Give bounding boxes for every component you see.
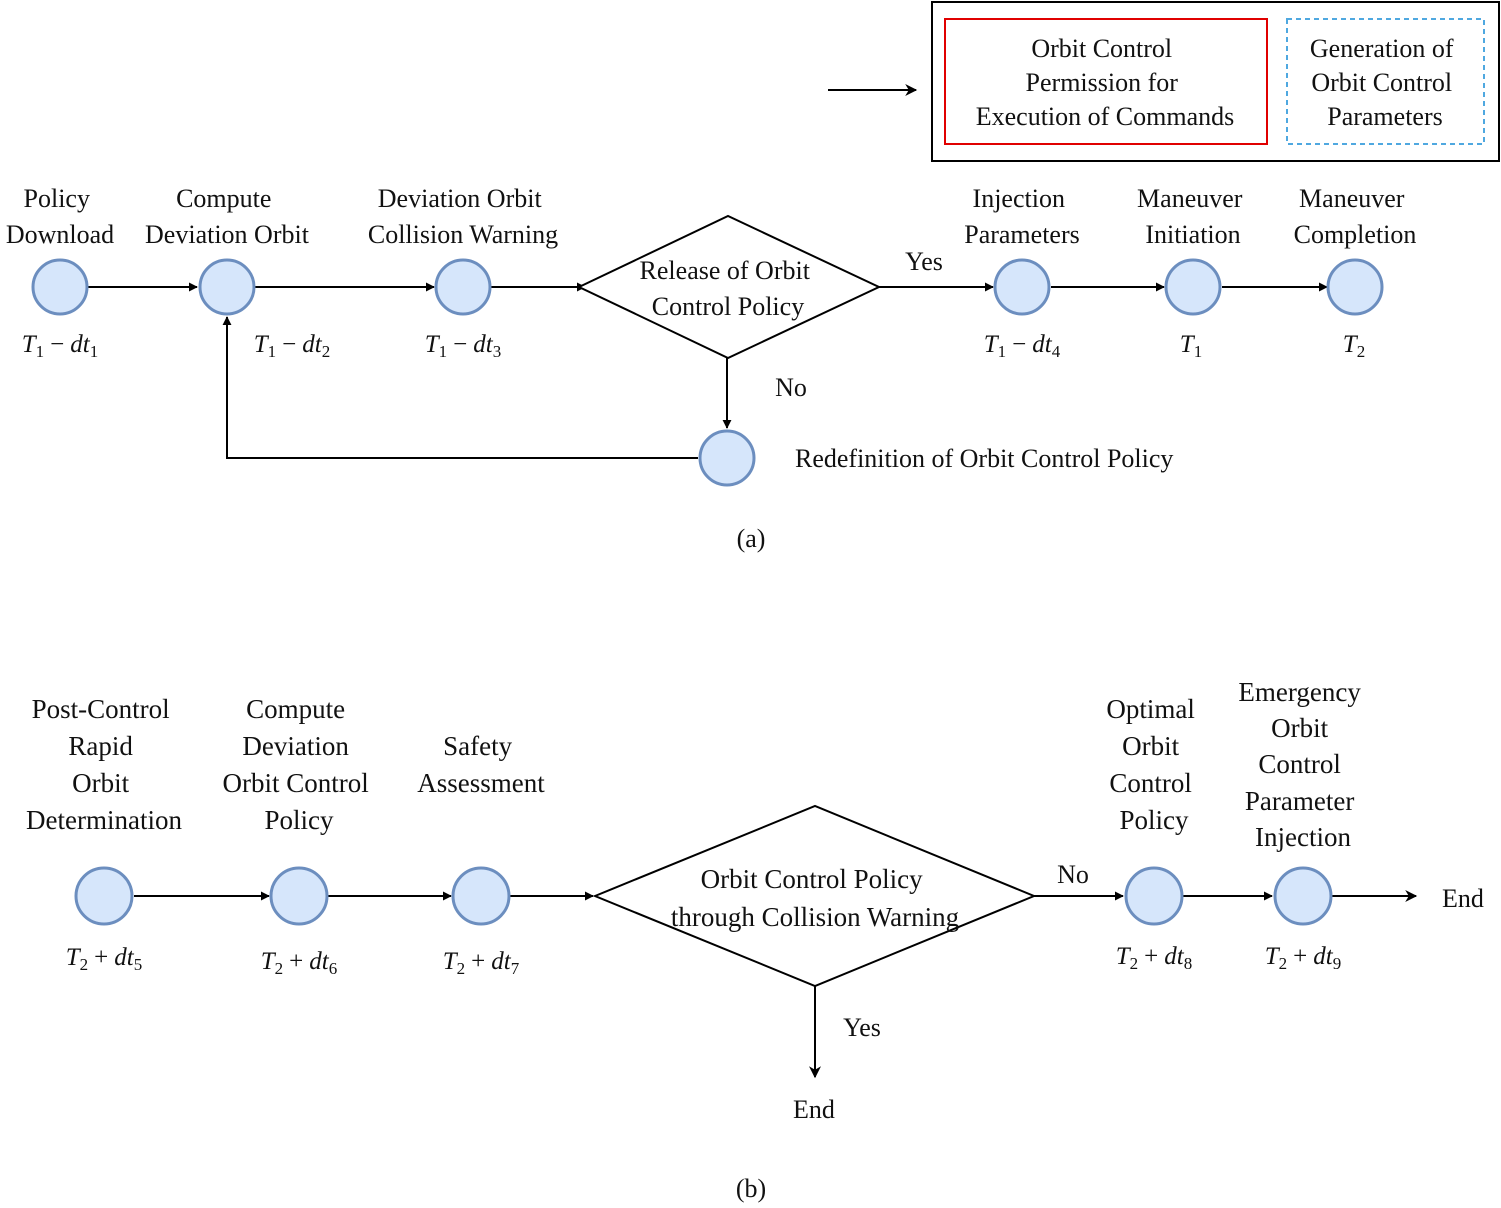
svg-text:Orbit Control Permission: Orbit Control Permission for Execution o… [976,34,1235,131]
svg-text:Deviation Orbit Collisio: Deviation Orbit Collision Warning [368,184,558,249]
node-label: Determination [26,805,182,835]
node-label: Injection [973,184,1065,213]
time-label: T2+dt8 [1116,943,1192,973]
svg-text:Compute Deviation: Compute Deviation Orbit Control Policy [223,694,376,835]
node-label: Orbit Control [223,768,369,798]
end-label: End [793,1095,835,1124]
node-policy-download [31,258,89,316]
yes-label: Yes [843,1013,881,1042]
svg-text:Optimal Orbit Cont: Optimal Orbit Control Policy [1106,694,1201,835]
panel-a: Release of Orbit Control Policy Yes No P… [6,184,1417,553]
node-label: Assessment [417,768,545,798]
time-label: T2+dt7 [443,948,520,978]
legend-red-line: Orbit Control [1031,34,1172,63]
svg-text:Generation of Orbit Cont: Generation of Orbit Control Parameters [1310,34,1460,131]
node-label: Deviation [242,731,349,761]
decision-line: Orbit Control Policy [701,864,923,894]
svg-text:Maneuver Completion: Maneuver Completion [1294,184,1417,249]
time-label: T1 [1180,331,1202,361]
no-label: No [1057,860,1089,889]
caption-a: (a) [737,524,766,553]
node-redefinition [698,429,756,487]
yes-label: Yes [905,247,943,276]
legend-blue-line: Parameters [1327,102,1443,131]
node-label: Orbit [72,768,129,798]
node-label: Completion [1294,220,1417,249]
svg-text:Policy Download: Policy Download [6,184,114,249]
svg-text:Safety Assessment: Safety Assessment [417,731,545,798]
legend-blue-box [1286,18,1485,145]
node-maneuver-completion [1326,258,1384,316]
legend-red-box [944,18,1268,145]
node-injection-parameters [993,258,1051,316]
time-label: T2+dt9 [1265,943,1341,973]
time-label: T2+dt6 [261,948,337,978]
node-label: Policy [1119,805,1189,835]
svg-text:Post-Control Rapid: Post-Control Rapid Orbit Determination [26,694,182,835]
node-label: Post-Control [32,694,170,724]
decision-release-policy [576,214,882,360]
node-safety-assessment [451,866,511,926]
node-rapid-orbit-determination [74,866,134,926]
legend-blue-line: Orbit Control [1311,68,1452,97]
redefinition-label: Redefinition of Orbit Control Policy [795,444,1173,473]
legend-blue-line: Generation of [1310,34,1454,63]
panel-b: Orbit Control Policy through Collision W… [26,677,1484,1203]
node-label: Orbit [1122,731,1179,761]
node-label: Rapid [68,731,133,761]
node-maneuver-initiation [1164,258,1222,316]
svg-text:Emergency Orbit Co: Emergency Orbit Control Parameter Inject… [1238,677,1367,852]
node-label: Parameter [1245,786,1354,816]
svg-text:Maneuver Initiation: Maneuver Initiation [1137,184,1249,249]
node-label: Control [1109,768,1192,798]
no-label: No [775,373,807,402]
node-label: Deviation Orbit [378,184,543,213]
node-label: Compute [246,694,345,724]
time-label: T1−dt4 [984,331,1061,361]
node-collision-warning [434,258,492,316]
node-emergency-injection [1273,866,1333,926]
node-label: Compute [176,184,271,213]
node-label: Policy [264,805,334,835]
node-label: Optimal [1106,694,1195,724]
node-compute-policy [269,866,329,926]
node-label: Orbit [1271,713,1328,743]
time-label: T1−dt2 [254,331,330,361]
end-label: End [1442,884,1484,913]
svg-text:Compute Deviation Orbit: Compute Deviation Orbit [145,184,310,249]
legend-red-line: Execution of Commands [976,102,1235,131]
node-label: Maneuver [1299,184,1405,213]
edge-loop-back [222,316,698,459]
decision-line: Release of Orbit [640,256,811,285]
node-label: Control [1258,749,1341,779]
legend-red-line: Permission for [1026,68,1179,97]
time-label: T1−dt3 [425,331,501,361]
svg-text:Release of Orbit Control: Release of Orbit Control Policy [640,256,817,321]
svg-text:Orbit Control Policy thr: Orbit Control Policy through Collision W… [671,864,959,932]
decision-collision-warning [592,804,1037,988]
node-label: Collision Warning [368,220,558,249]
node-compute-deviation-orbit [198,258,256,316]
node-label: Injection [1255,822,1351,852]
time-label: T2+dt5 [66,944,142,974]
node-label: Deviation Orbit [145,220,310,249]
caption-b: (b) [736,1174,766,1203]
legend: Orbit Control Permission for Execution o… [828,1,1500,162]
decision-line: Control Policy [652,292,804,321]
time-label: T2 [1343,331,1365,361]
node-optimal-policy [1124,866,1184,926]
node-label: Safety [443,731,512,761]
decision-line: through Collision Warning [671,902,959,932]
time-label: T1−dt1 [22,331,98,361]
node-label: Maneuver [1137,184,1243,213]
svg-text:Injection Parameters: Injection Parameters [964,184,1080,249]
node-label: Initiation [1145,220,1240,249]
node-label: Policy [24,184,90,213]
node-label: Parameters [964,220,1080,249]
node-label: Download [6,220,114,249]
node-label: Emergency [1238,677,1361,707]
